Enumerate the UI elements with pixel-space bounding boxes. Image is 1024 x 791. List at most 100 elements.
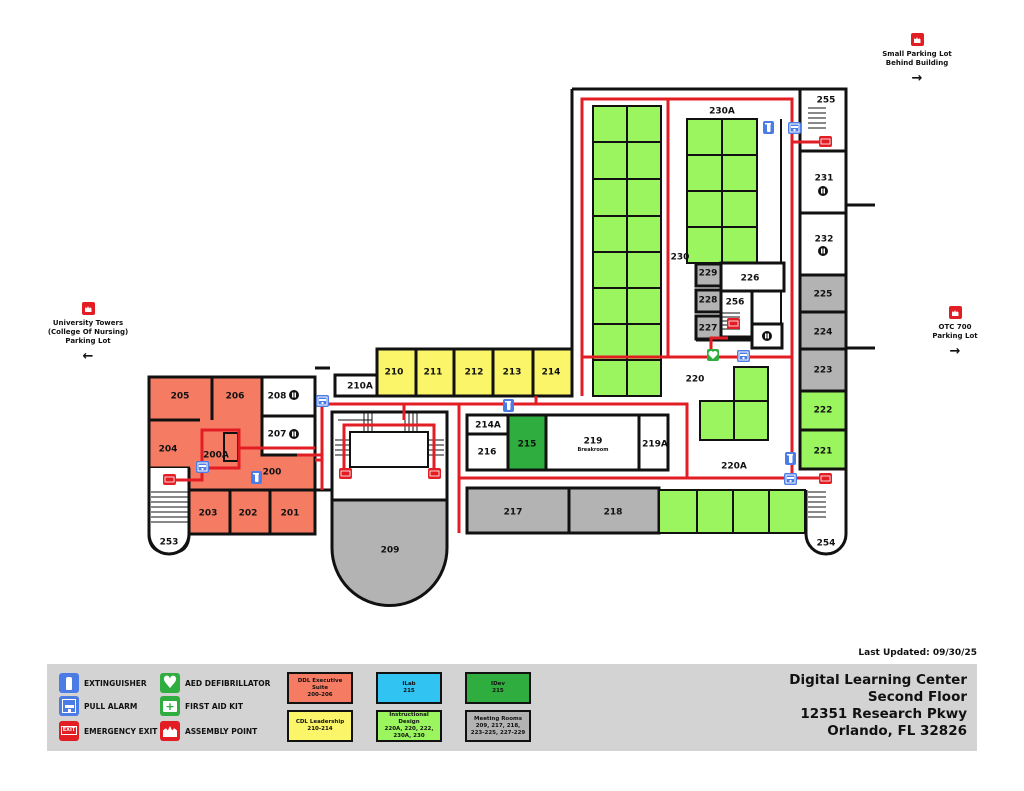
floor-name: Second Floor xyxy=(867,689,967,705)
room-224: 224 xyxy=(814,328,833,338)
room-253: 253 xyxy=(160,538,179,548)
aed-defibrillator-icon xyxy=(707,349,719,361)
room-220: 220 xyxy=(686,375,705,385)
legend-aed: AED DEFIBRILLATOR xyxy=(160,673,270,693)
arrow-right-icon: → xyxy=(911,71,923,86)
room-221: 221 xyxy=(814,447,833,457)
room-222: 222 xyxy=(814,406,833,416)
room-227: 227 xyxy=(699,324,718,334)
destination-small-parking-lot: Small Parking Lot Behind Building → xyxy=(872,33,962,85)
legend-label: ASSEMBLY POINT xyxy=(185,726,258,736)
legend-zone-instructional-design: Instructional Design 220A, 220, 222, 230… xyxy=(376,710,442,742)
stairs-254 xyxy=(804,490,848,556)
room-215: 215 xyxy=(518,440,537,450)
room-203: 203 xyxy=(199,509,218,519)
zone-rooms: 210-214 xyxy=(307,726,333,732)
leadership-row xyxy=(333,347,574,398)
room-200: 200 xyxy=(263,468,282,478)
floor-plan: 205 206 208 207 204 200A 200 203 202 201… xyxy=(147,87,875,607)
workstations-230a xyxy=(686,118,782,330)
restroom-icon xyxy=(818,246,828,256)
legend-pull-alarm: PULL ALARM xyxy=(59,696,137,716)
room-202: 202 xyxy=(239,509,258,519)
emergency-exit-icon xyxy=(427,467,442,480)
emergency-exit-icon xyxy=(338,467,353,480)
zone-name: Instructional Design xyxy=(389,712,429,725)
south-rooms xyxy=(465,486,806,535)
room-205: 205 xyxy=(171,392,190,402)
legend-label: FIRST AID KIT xyxy=(185,701,243,711)
extinguisher-icon xyxy=(785,452,796,465)
room-204: 204 xyxy=(159,445,178,455)
destination-label: Parking Lot xyxy=(932,332,978,340)
east-rooms xyxy=(798,87,848,471)
arrow-right-icon: → xyxy=(949,344,961,359)
room-229: 229 xyxy=(699,269,718,279)
street-address: 12351 Research Pkwy xyxy=(800,706,967,722)
room-219-breakroom: Breakroom xyxy=(578,447,609,453)
room-200a: 200A xyxy=(203,451,229,461)
zone-name: CDL Leadership xyxy=(295,719,345,725)
central-block xyxy=(315,366,449,607)
room-210a: 210A xyxy=(347,382,373,392)
zone-rooms: 200-206 xyxy=(307,691,333,698)
room-211: 211 xyxy=(424,368,443,378)
room-214a: 214A xyxy=(475,421,501,431)
room-256: 256 xyxy=(726,298,745,308)
room-201: 201 xyxy=(281,509,300,519)
zone-rooms: 230A, 230 xyxy=(393,733,425,739)
legend-label: EMERGENCY EXIT xyxy=(84,726,158,736)
building-address: Digital Learning Center Second Floor 123… xyxy=(789,672,967,740)
west-wing xyxy=(147,375,317,556)
zone-rooms: 215 xyxy=(403,688,415,694)
pull-alarm-icon xyxy=(59,696,79,716)
legend-zone-cdl-leadership: CDL Leadership 210-214 xyxy=(287,710,353,742)
room-212: 212 xyxy=(465,368,484,378)
pull-alarm-icon xyxy=(783,472,798,486)
legend-zone-idev: IDev 215 xyxy=(465,672,531,704)
room-219a: 219A xyxy=(642,440,668,450)
destination-university-towers: University Towers (College Of Nursing) P… xyxy=(33,302,143,363)
zone-name: DDL Executive Suite xyxy=(297,677,343,691)
room-220a: 220A xyxy=(721,462,747,472)
extinguisher-icon xyxy=(503,399,514,412)
emergency-exit-icon xyxy=(818,472,833,485)
room-216: 216 xyxy=(478,448,497,458)
room-213: 213 xyxy=(503,368,522,378)
restroom-icon xyxy=(289,429,299,439)
room-255: 255 xyxy=(817,96,836,106)
room-labels: 205 206 208 207 204 200A 200 203 202 201… xyxy=(159,96,836,556)
destination-label: University Towers xyxy=(52,319,124,327)
legend-label: AED DEFIBRILLATOR xyxy=(185,678,271,688)
pull-alarm-icon xyxy=(787,121,802,135)
destination-label: Behind Building xyxy=(885,59,949,67)
room-218: 218 xyxy=(604,508,623,518)
room-208: 208 xyxy=(268,392,287,402)
destination-otc-700: OTC 700 Parking Lot → xyxy=(920,306,990,358)
legend-zone-ddl-executive: DDL Executive Suite 200-206 xyxy=(287,672,353,704)
pull-alarm-icon xyxy=(315,394,330,408)
destination-label: OTC 700 xyxy=(938,323,972,331)
legend-assembly-point: ASSEMBLY POINT xyxy=(160,721,257,741)
zone-rooms: 220A, 220, 222, xyxy=(384,726,434,732)
restroom-icon xyxy=(289,390,299,400)
emergency-exit-icon xyxy=(59,721,79,741)
room-210: 210 xyxy=(385,368,404,378)
legend-emergency-exit: EMERGENCY EXIT xyxy=(59,721,157,741)
assembly-point-icon xyxy=(948,306,962,319)
legend-zone-ilab: ILab 215 xyxy=(376,672,442,704)
stairs-253 xyxy=(151,491,188,523)
workstations-230 xyxy=(592,105,662,397)
zone-name: IDev xyxy=(491,681,505,687)
legend-extinguisher: EXTINGUISHER xyxy=(59,673,147,693)
middle-rooms xyxy=(465,413,670,472)
last-updated: Last Updated: 09/30/25 xyxy=(858,648,977,658)
room-230: 230 xyxy=(671,253,690,263)
legend-first-aid: FIRST AID KIT xyxy=(160,696,243,716)
emergency-exit-icon xyxy=(162,473,177,486)
room-230a: 230A xyxy=(709,107,735,117)
extinguisher-icon xyxy=(251,471,262,484)
room-223: 223 xyxy=(814,366,833,376)
emergency-exit-icon xyxy=(726,317,741,330)
assembly-point-icon xyxy=(910,33,924,46)
